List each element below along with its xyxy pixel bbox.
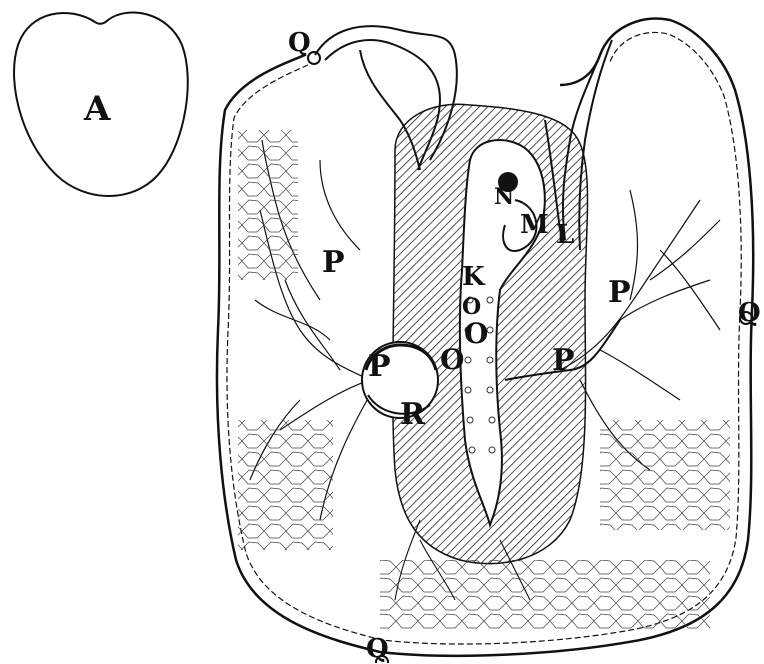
label-q-top: Q xyxy=(288,30,311,56)
label-o-left: O xyxy=(440,346,464,374)
label-q-right: Q xyxy=(738,300,761,326)
bottom-cell-mesh xyxy=(380,560,710,630)
label-r: R xyxy=(400,400,425,430)
label-o-center: O xyxy=(464,320,488,348)
label-k: K xyxy=(462,264,485,290)
label-q-bottom: Q xyxy=(366,636,389,662)
left-cell-mesh xyxy=(238,420,333,550)
label-l: L xyxy=(556,222,574,248)
label-m: M xyxy=(520,212,549,238)
label-p-left-lower: P xyxy=(368,352,391,382)
label-p-right-lower: P xyxy=(552,346,575,376)
right-cell-mesh xyxy=(600,420,730,530)
label-o-upper: O xyxy=(462,296,481,318)
label-p-left-upper: P xyxy=(322,248,345,278)
label-n: N xyxy=(494,186,514,208)
left-upper-cell-mesh xyxy=(238,130,298,280)
label-a: A xyxy=(84,92,110,126)
label-p-right-upper: P xyxy=(608,278,631,308)
